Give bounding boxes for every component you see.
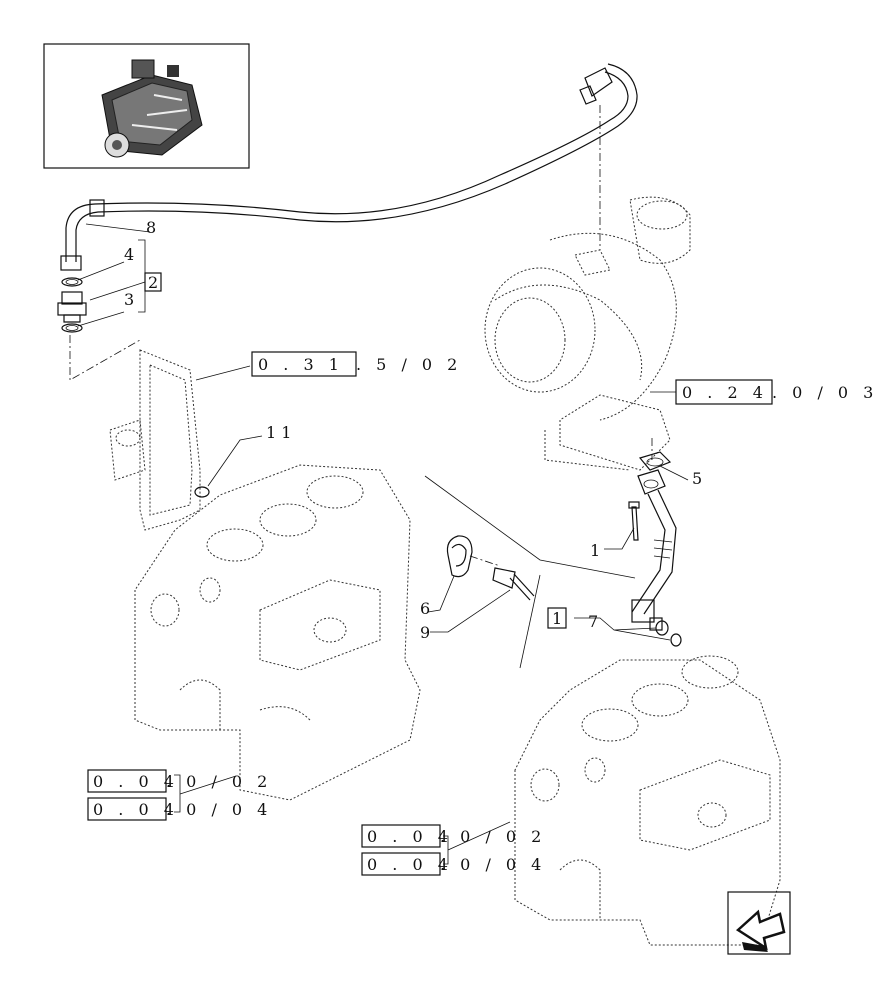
turbocharger — [484, 196, 691, 471]
callout-6: 6 — [420, 599, 430, 618]
ref-right-2-code: 0 . 0 4 — [367, 855, 453, 874]
ref-right-1-page: . 0 / 0 2 — [440, 827, 546, 846]
oil-feed-pipe — [60, 63, 638, 271]
engine-block-left — [134, 464, 421, 801]
ref-024-box — [675, 379, 773, 405]
engine-block-right — [514, 655, 781, 946]
callout-1: 1 — [590, 541, 600, 560]
ref-right-2-box — [361, 852, 441, 876]
alignment-line-4 — [469, 555, 501, 567]
ref-031-box — [251, 351, 357, 377]
callout-8: 8 — [146, 218, 156, 237]
ref-right-1-code: 0 . 0 4 — [367, 827, 453, 846]
ref-024-page: . 0 / 0 3 — [772, 383, 878, 402]
callout-5: 5 — [692, 469, 702, 488]
ref-031-code: 0 . 3 1 — [258, 355, 344, 374]
ref-left-1-box — [87, 769, 167, 793]
alignment-line-2 — [69, 335, 141, 381]
callout-11: 1 1 — [266, 423, 291, 442]
engine-thumbnail-icon — [43, 43, 250, 169]
ref-right-1-box — [361, 824, 441, 848]
callout-3: 3 — [124, 290, 134, 309]
ref-left-2-code: 0 . 0 4 — [93, 800, 179, 819]
o-ring-11 — [194, 486, 210, 498]
oil-return-pipe — [631, 451, 682, 647]
ref-031-page: . 5 / 0 2 — [356, 355, 462, 374]
clip-6 — [446, 535, 473, 578]
callout-2-box — [144, 272, 162, 292]
callout-7: 7 — [588, 612, 598, 631]
connector-line-2 — [519, 574, 541, 669]
connector-line-1 — [424, 475, 636, 579]
bolt-9 — [492, 567, 535, 601]
callout-1b: 1 — [552, 609, 562, 628]
next-page-arrow-icon[interactable] — [727, 891, 791, 955]
callout-4: 4 — [124, 245, 134, 264]
ref-left-1-code: 0 . 0 4 — [93, 772, 179, 791]
ref-left-2-page: . 0 / 0 4 — [166, 800, 272, 819]
ref-left-2-box — [87, 797, 167, 821]
oil-filter-cover — [109, 349, 201, 531]
callout-2: 2 — [148, 273, 158, 292]
ref-024-code: 0 . 2 4 — [682, 383, 768, 402]
ref-right-2-page: . 0 / 0 4 — [440, 855, 546, 874]
callout-1b-box — [547, 607, 567, 629]
ref-left-1-page: . 0 / 0 2 — [166, 772, 272, 791]
leader-lines — [77, 223, 689, 865]
callout-9: 9 — [420, 623, 430, 642]
fitting-stack — [57, 277, 87, 333]
